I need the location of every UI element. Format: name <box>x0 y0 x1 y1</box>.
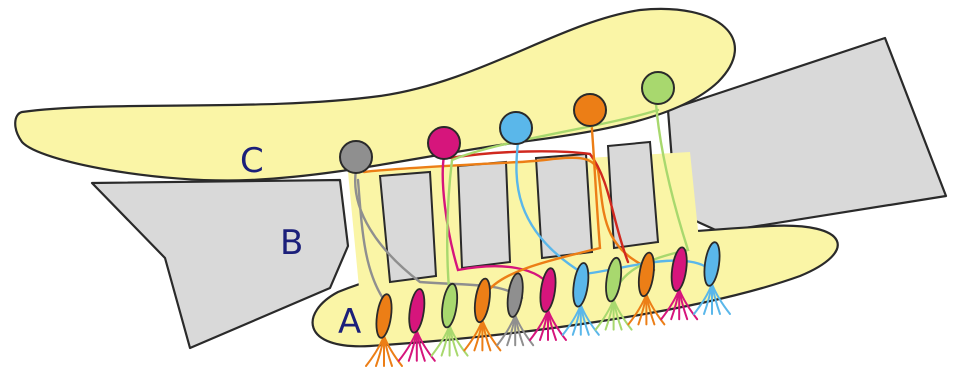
upper-neuron <box>428 127 460 159</box>
label-a: A <box>338 305 361 339</box>
sheet-window <box>458 162 510 268</box>
sheet-window <box>380 172 436 282</box>
label-b: B <box>280 226 303 260</box>
sheet-window <box>608 142 658 248</box>
label-c: C <box>240 144 264 178</box>
upper-neuron <box>340 141 372 173</box>
upper-neuron <box>642 72 674 104</box>
upper-neuron <box>500 112 532 144</box>
grey-sheet-left <box>92 180 348 348</box>
upper-neuron <box>574 94 606 126</box>
